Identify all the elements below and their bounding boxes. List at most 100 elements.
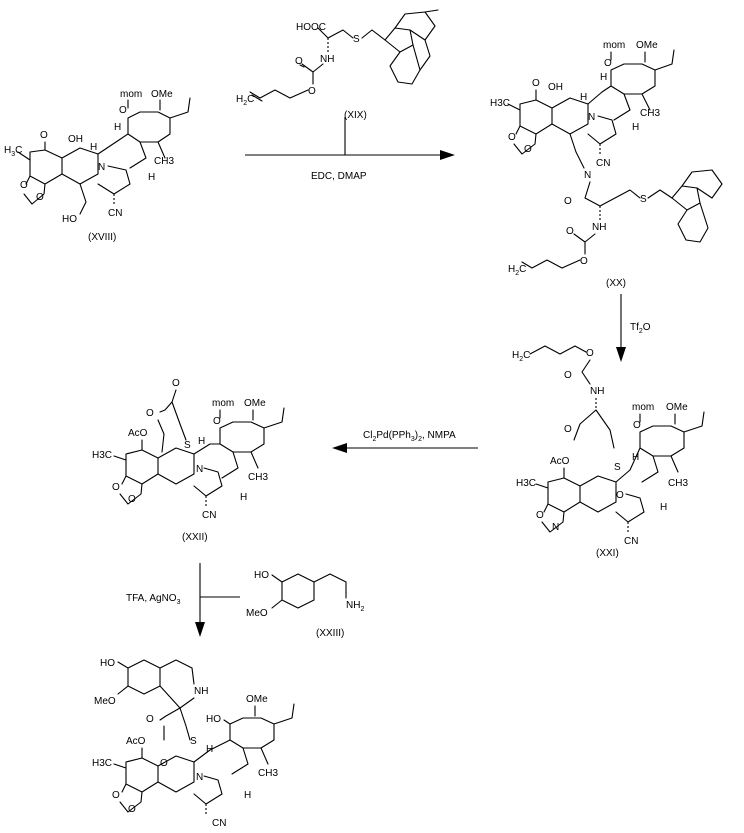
svg-text:mom: mom [120, 89, 142, 100]
svg-text:N: N [98, 162, 105, 173]
svg-text:O: O [112, 790, 120, 801]
svg-text:O: O [616, 490, 624, 501]
svg-text:O: O [564, 424, 572, 435]
svg-text:NH: NH [590, 386, 604, 397]
compound-XX: mom OMe O O OH H3C N CH3 H H H O O CN N … [490, 40, 723, 289]
compound-product: HO NH MeO O OMe HO AcO H3C O S N CH3 H H… [92, 658, 295, 829]
svg-text:O: O [119, 105, 127, 116]
svg-text:NH: NH [320, 54, 334, 65]
svg-text:OH: OH [68, 134, 83, 145]
compound-XVIII: mom OMe O O OH H3C N CH3 H H H O O HO CN… [4, 89, 191, 243]
svg-text:HO: HO [62, 214, 77, 225]
svg-text:H: H [240, 492, 247, 503]
svg-text:H: H [206, 744, 213, 755]
svg-text:CH3: CH3 [640, 108, 660, 119]
svg-text:AcO: AcO [128, 428, 148, 439]
compound-XXIII: HO NH2 MeO (XXIII) [246, 570, 364, 639]
svg-text:O: O [508, 132, 516, 143]
svg-text:CN: CN [108, 208, 122, 219]
svg-text:N: N [196, 464, 203, 475]
svg-text:(XXII): (XXII) [182, 532, 208, 543]
svg-text:AcO: AcO [126, 736, 146, 747]
svg-text:CN: CN [596, 158, 610, 169]
svg-text:O: O [308, 86, 316, 97]
svg-text:OMe: OMe [666, 402, 688, 413]
svg-text:H: H [148, 172, 155, 183]
svg-text:O: O [112, 482, 120, 493]
svg-text:CH3: CH3 [248, 472, 268, 483]
svg-text:H3C: H3C [490, 98, 510, 109]
svg-text:O: O [20, 180, 28, 191]
svg-text:O: O [566, 226, 574, 237]
svg-text:H: H [632, 122, 639, 133]
svg-text:O: O [146, 714, 154, 725]
svg-text:CN: CN [202, 510, 216, 521]
svg-text:H: H [90, 142, 97, 153]
svg-text:O: O [633, 420, 641, 431]
svg-text:H: H [632, 452, 639, 463]
arrow-step1 [245, 117, 455, 160]
svg-text:N: N [196, 772, 203, 783]
svg-text:(XX): (XX) [606, 278, 626, 289]
svg-text:NH: NH [592, 222, 606, 233]
svg-text:CN: CN [624, 536, 638, 547]
compound-XIX: HOOC S NH O O H2C (XIX) [236, 9, 439, 121]
compound-XXII: O O mom OMe O AcO H3C S N CH3 H H O O CN… [92, 378, 285, 543]
svg-text:H3C: H3C [4, 145, 22, 158]
arrow-step4 [195, 563, 240, 637]
svg-text:O: O [532, 78, 540, 89]
svg-text:H3C: H3C [92, 450, 112, 461]
svg-text:H2C: H2C [236, 94, 254, 107]
svg-text:NH: NH [194, 686, 208, 697]
svg-text:H: H [580, 92, 587, 103]
svg-text:O: O [295, 56, 303, 67]
svg-text:AcO: AcO [550, 456, 570, 467]
reagent-step1: EDC, DMAP [311, 171, 367, 182]
svg-text:HOOC: HOOC [296, 22, 326, 33]
reagent-step3: Cl2Pd(PPh3)2, NMPA [363, 430, 456, 443]
svg-text:S: S [190, 736, 197, 747]
svg-text:O: O [160, 758, 168, 769]
svg-text:O: O [146, 408, 154, 419]
svg-text:O: O [128, 494, 136, 505]
svg-text:S: S [184, 440, 191, 451]
svg-text:OH: OH [548, 82, 563, 93]
svg-text:MeO: MeO [246, 608, 268, 619]
svg-text:H: H [600, 72, 607, 83]
svg-text:CN: CN [212, 818, 226, 829]
svg-text:HO: HO [254, 570, 269, 581]
arrow-step2 [616, 294, 626, 362]
svg-text:S: S [640, 194, 647, 205]
svg-text:OMe: OMe [151, 89, 173, 100]
svg-text:H: H [244, 790, 251, 801]
svg-text:NH2: NH2 [346, 600, 364, 613]
svg-text:O: O [172, 378, 180, 389]
svg-text:H: H [660, 502, 667, 513]
svg-text:H3C: H3C [92, 758, 112, 769]
svg-text:O: O [536, 510, 544, 521]
svg-text:O: O [564, 196, 572, 207]
svg-text:H: H [198, 436, 205, 447]
svg-text:mom: mom [212, 398, 234, 409]
svg-text:S: S [614, 462, 621, 473]
compound-XXI: H2C O O NH O mom OMe O AcO H3C S O CH3 H… [512, 345, 705, 559]
svg-text:(XXIII): (XXIII) [316, 628, 344, 639]
svg-text:H2C: H2C [508, 264, 526, 277]
svg-text:HO: HO [206, 714, 221, 725]
reagent-step4: TFA, AgNO3 [126, 593, 181, 606]
svg-text:H: H [114, 122, 121, 133]
svg-text:MeO: MeO [94, 696, 116, 707]
svg-text:(XVIII): (XVIII) [88, 232, 116, 243]
svg-text:N: N [588, 112, 595, 123]
svg-text:O: O [580, 256, 588, 267]
svg-text:H2C: H2C [512, 350, 530, 363]
svg-text:(XXI): (XXI) [596, 548, 619, 559]
svg-text:O: O [564, 370, 572, 381]
svg-text:CH3: CH3 [154, 156, 174, 167]
svg-text:O: O [604, 58, 612, 69]
svg-text:HO: HO [100, 658, 115, 669]
svg-text:OMe: OMe [246, 694, 268, 705]
svg-text:O: O [586, 348, 594, 359]
